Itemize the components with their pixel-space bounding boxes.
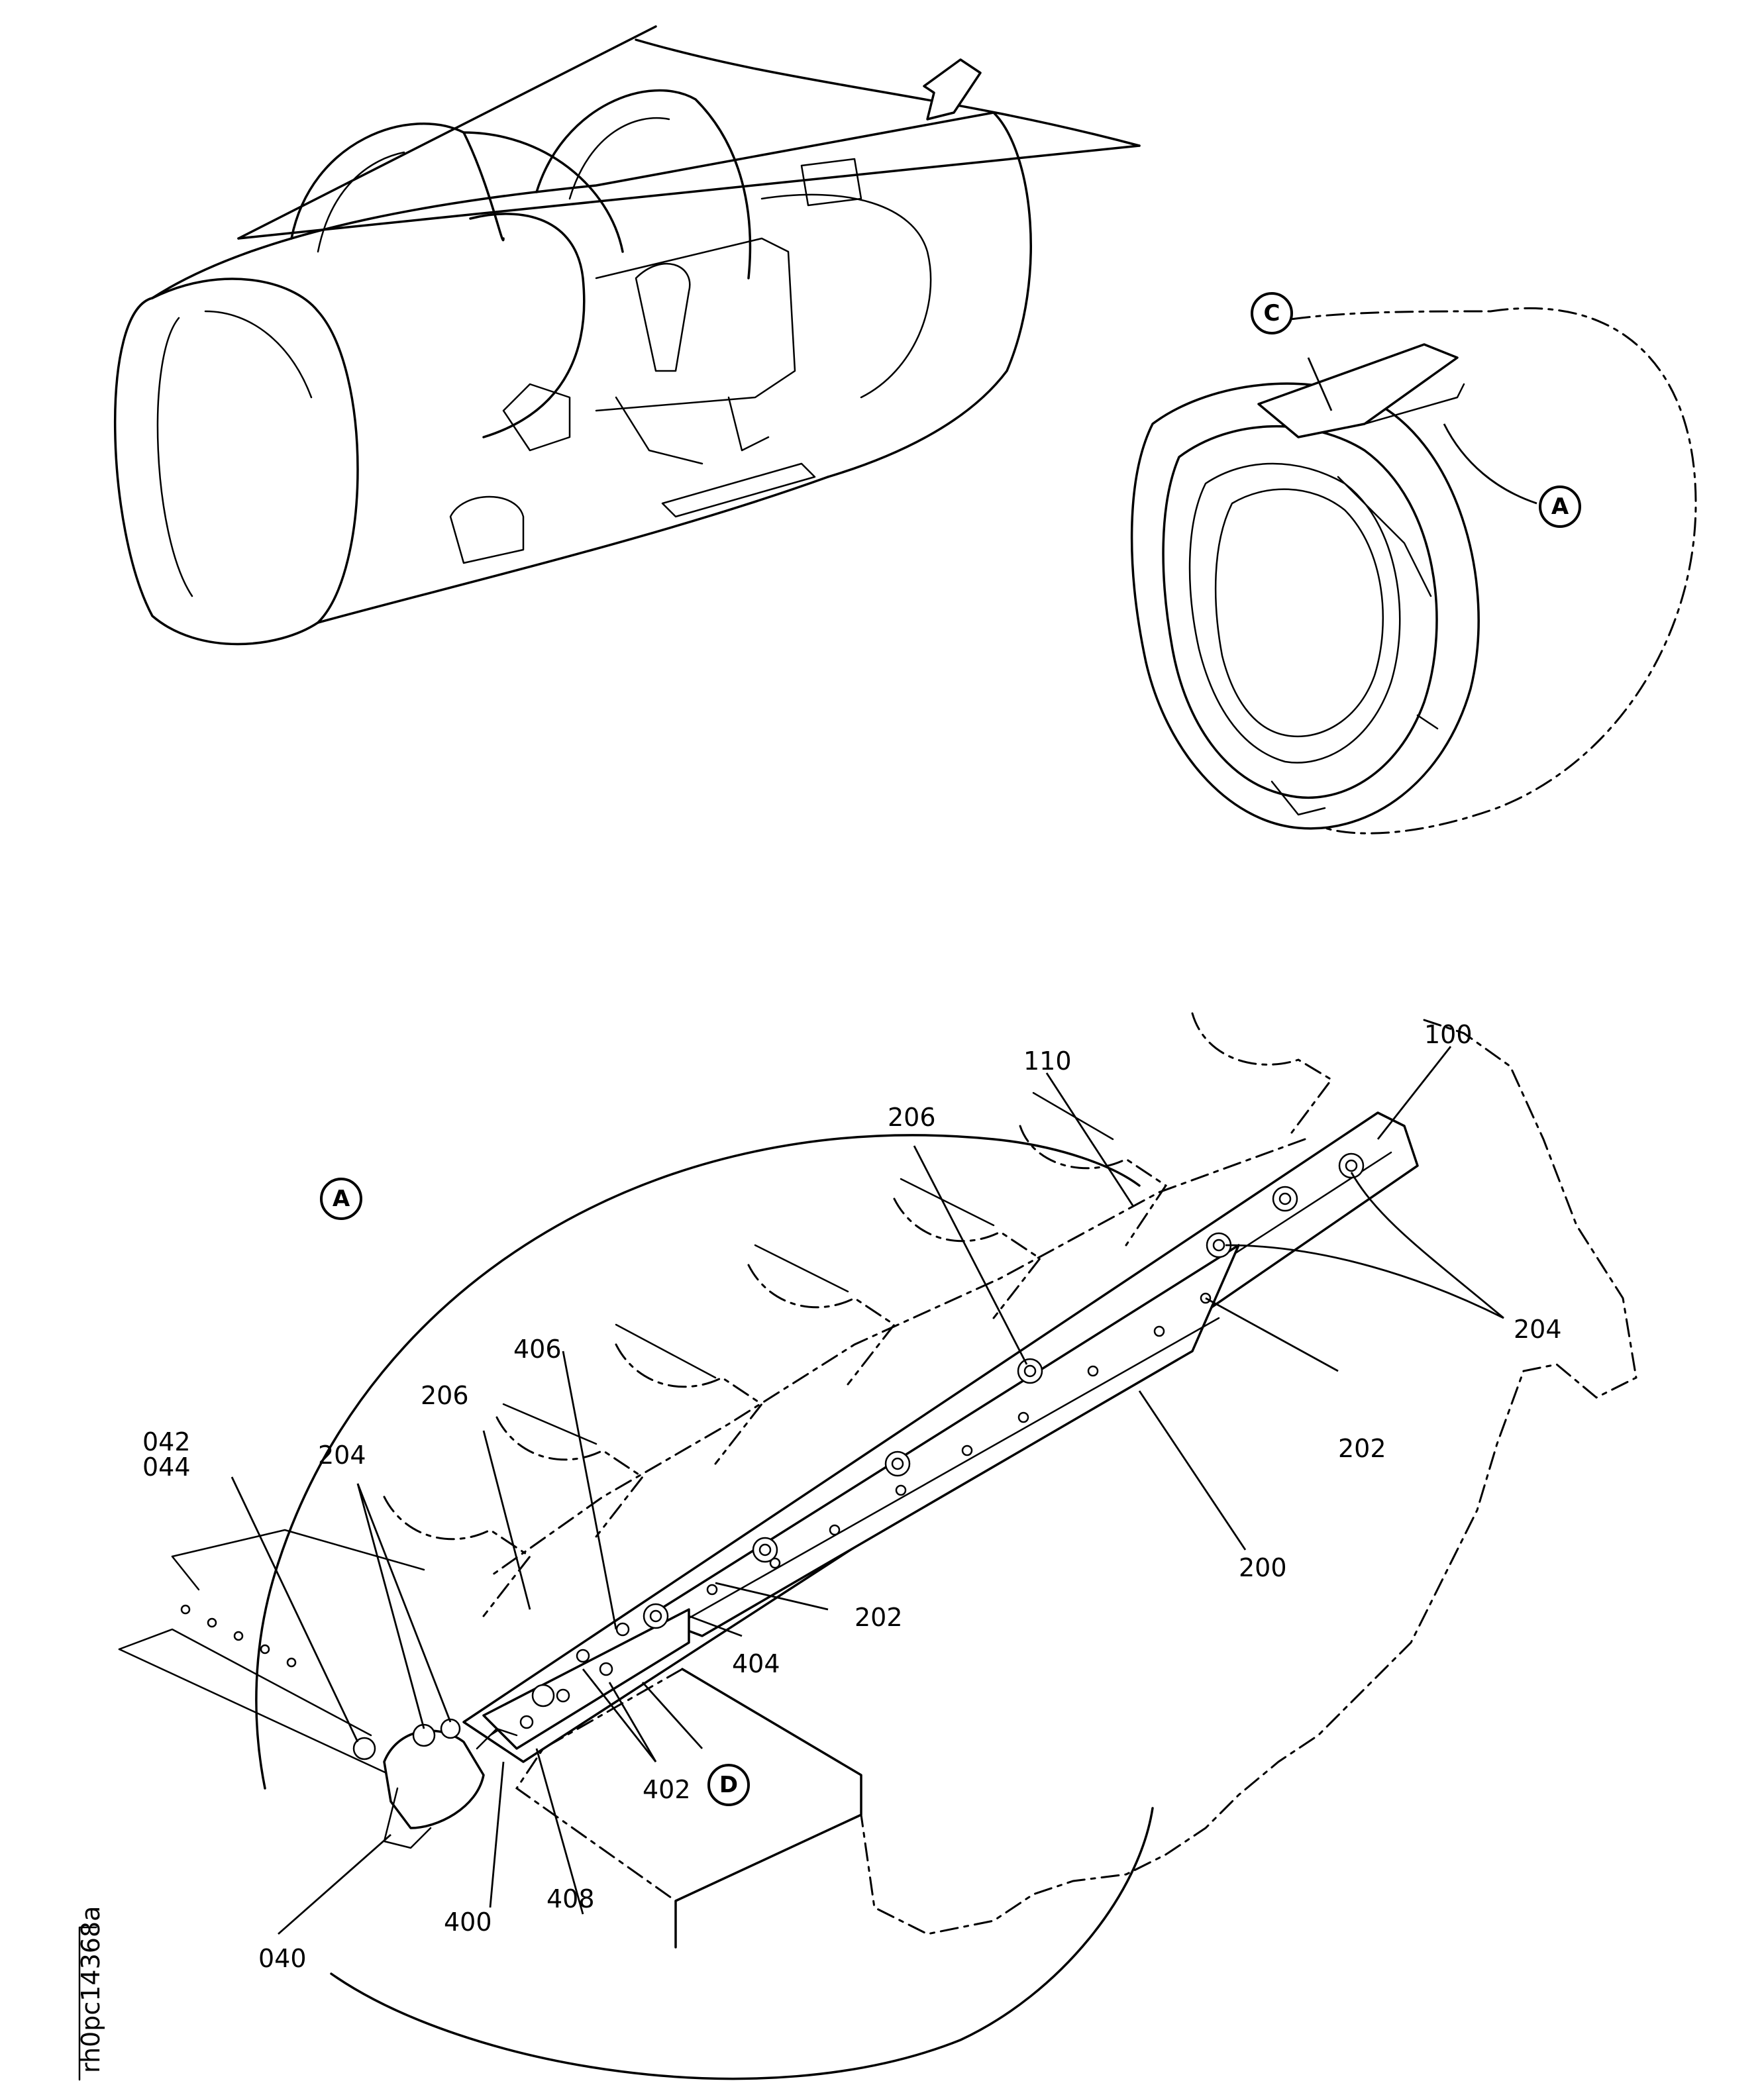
label-042: 042: [142, 1427, 191, 1456]
leader-lines: [231, 1046, 1504, 1935]
callout-letter: C: [1264, 300, 1280, 327]
label-110: 110: [1023, 1046, 1072, 1076]
label-408: 408: [546, 1884, 595, 1913]
label-206-top: 206: [888, 1103, 936, 1132]
figure-id: rh0pc14368a: [76, 1906, 105, 2081]
label-400: 400: [444, 1908, 492, 1937]
label-406: 406: [513, 1335, 562, 1364]
detail-a-illustration: [118, 1012, 1637, 2080]
engine-nacelle-illustration: [114, 25, 1141, 646]
callout-c-top: C: [1251, 292, 1293, 334]
label-202-mid: 202: [855, 1603, 903, 1632]
callout-letter: D: [719, 1772, 738, 1798]
label-206-left: 206: [421, 1381, 469, 1410]
label-044: 044: [142, 1452, 191, 1482]
label-200: 200: [1239, 1553, 1287, 1582]
callout-letter: A: [1551, 493, 1569, 520]
label-040: 040: [258, 1944, 307, 1973]
callout-letter: A: [333, 1186, 350, 1212]
callout-d-detail: D: [707, 1764, 750, 1806]
callout-a-detail: A: [320, 1178, 362, 1220]
label-204-left: 204: [318, 1441, 366, 1470]
label-402: 402: [643, 1775, 691, 1804]
label-202-right: 202: [1338, 1434, 1386, 1463]
callout-a-top: A: [1539, 485, 1581, 528]
inlet-cowl-illustration: [1130, 307, 1697, 835]
callout-letter: rh0pc14368a: [76, 1906, 105, 2073]
label-404: 404: [732, 1649, 780, 1678]
label-204-right: 204: [1514, 1315, 1562, 1344]
label-100: 100: [1424, 1020, 1473, 1049]
